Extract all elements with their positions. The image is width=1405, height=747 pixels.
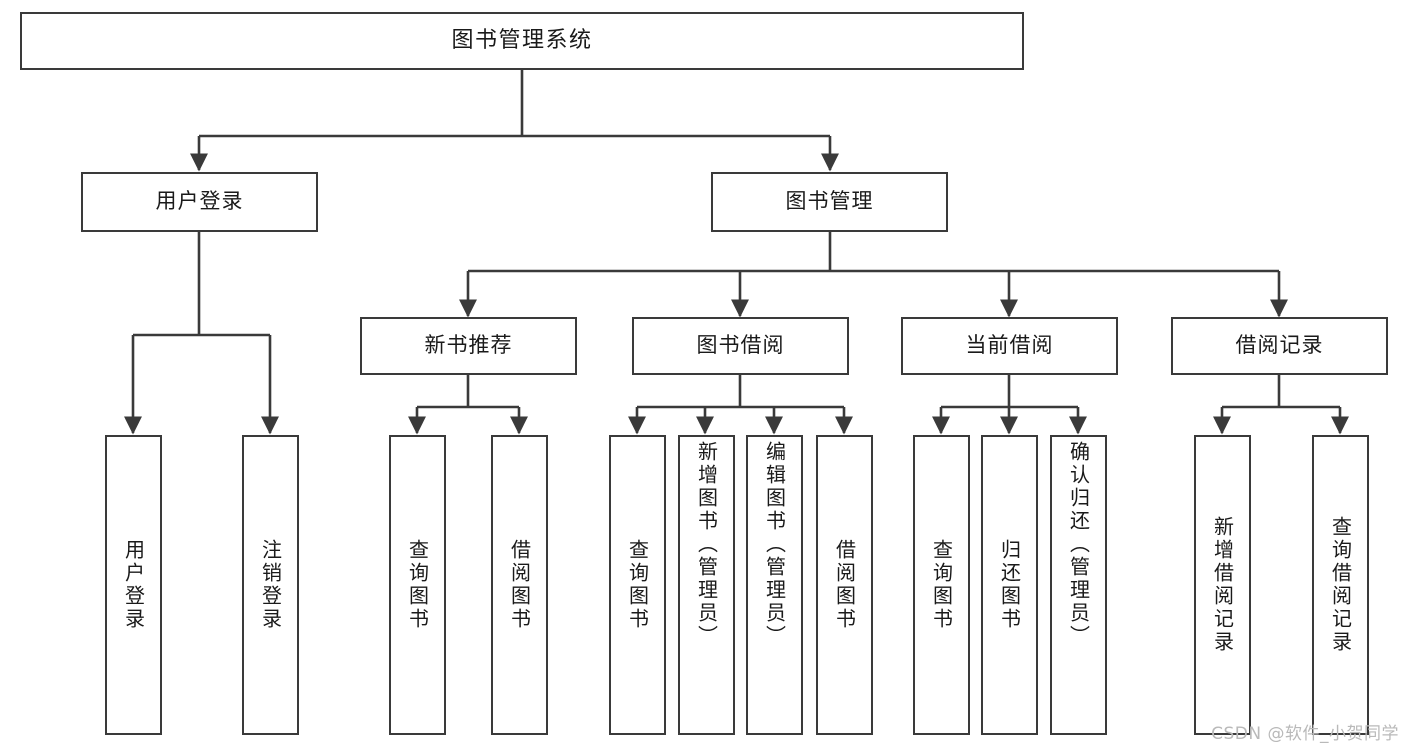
node-label: 图书管理: [785, 189, 874, 214]
leaf-query-book-2[interactable]: 查询图书: [609, 435, 666, 735]
node-label: 借阅记录: [1235, 333, 1324, 358]
node-label: 当前借阅: [965, 333, 1054, 358]
leaf-confirm-return[interactable]: 确认归还（管理员）: [1050, 435, 1107, 735]
node-new-book-recommend[interactable]: 新书推荐: [360, 317, 577, 375]
node-label: 新增借阅记录: [1210, 516, 1235, 654]
leaf-borrow-book-1[interactable]: 借阅图书: [491, 435, 548, 735]
watermark: CSDN @软件_小贺同学: [1211, 724, 1399, 744]
leaf-add-record[interactable]: 新增借阅记录: [1194, 435, 1251, 735]
node-label: 图书借阅: [696, 333, 785, 358]
node-label: 注销登录: [258, 539, 283, 631]
node-user-login[interactable]: 用户登录: [81, 172, 318, 232]
node-label: 确认归还（管理员）: [1066, 441, 1091, 648]
node-label: 新增图书（管理员）: [694, 441, 719, 648]
node-current-borrow[interactable]: 当前借阅: [901, 317, 1118, 375]
node-label: 查询借阅记录: [1328, 516, 1353, 654]
leaf-query-book-1[interactable]: 查询图书: [389, 435, 446, 735]
leaf-query-record[interactable]: 查询借阅记录: [1312, 435, 1369, 735]
node-root-system[interactable]: 图书管理系统: [20, 12, 1024, 70]
node-label: 查询图书: [625, 539, 650, 631]
leaf-return-book[interactable]: 归还图书: [981, 435, 1038, 735]
node-label: 查询图书: [405, 539, 430, 631]
node-label: 用户登录: [155, 189, 244, 214]
node-label: 编辑图书（管理员）: [762, 441, 787, 648]
node-book-management[interactable]: 图书管理: [711, 172, 948, 232]
node-label: 借阅图书: [507, 539, 532, 631]
leaf-user-login[interactable]: 用户登录: [105, 435, 162, 735]
node-borrow-record[interactable]: 借阅记录: [1171, 317, 1388, 375]
node-label: 查询图书: [929, 539, 954, 631]
leaf-edit-book[interactable]: 编辑图书（管理员）: [746, 435, 803, 735]
leaf-query-book-3[interactable]: 查询图书: [913, 435, 970, 735]
node-label: 用户登录: [121, 539, 146, 631]
node-label: 图书管理系统: [451, 28, 593, 54]
leaf-logout-login[interactable]: 注销登录: [242, 435, 299, 735]
leaf-borrow-book-2[interactable]: 借阅图书: [816, 435, 873, 735]
node-label: 归还图书: [997, 539, 1022, 631]
leaf-add-book[interactable]: 新增图书（管理员）: [678, 435, 735, 735]
node-book-borrow[interactable]: 图书借阅: [632, 317, 849, 375]
node-label: 新书推荐: [424, 333, 513, 358]
node-label: 借阅图书: [832, 539, 857, 631]
